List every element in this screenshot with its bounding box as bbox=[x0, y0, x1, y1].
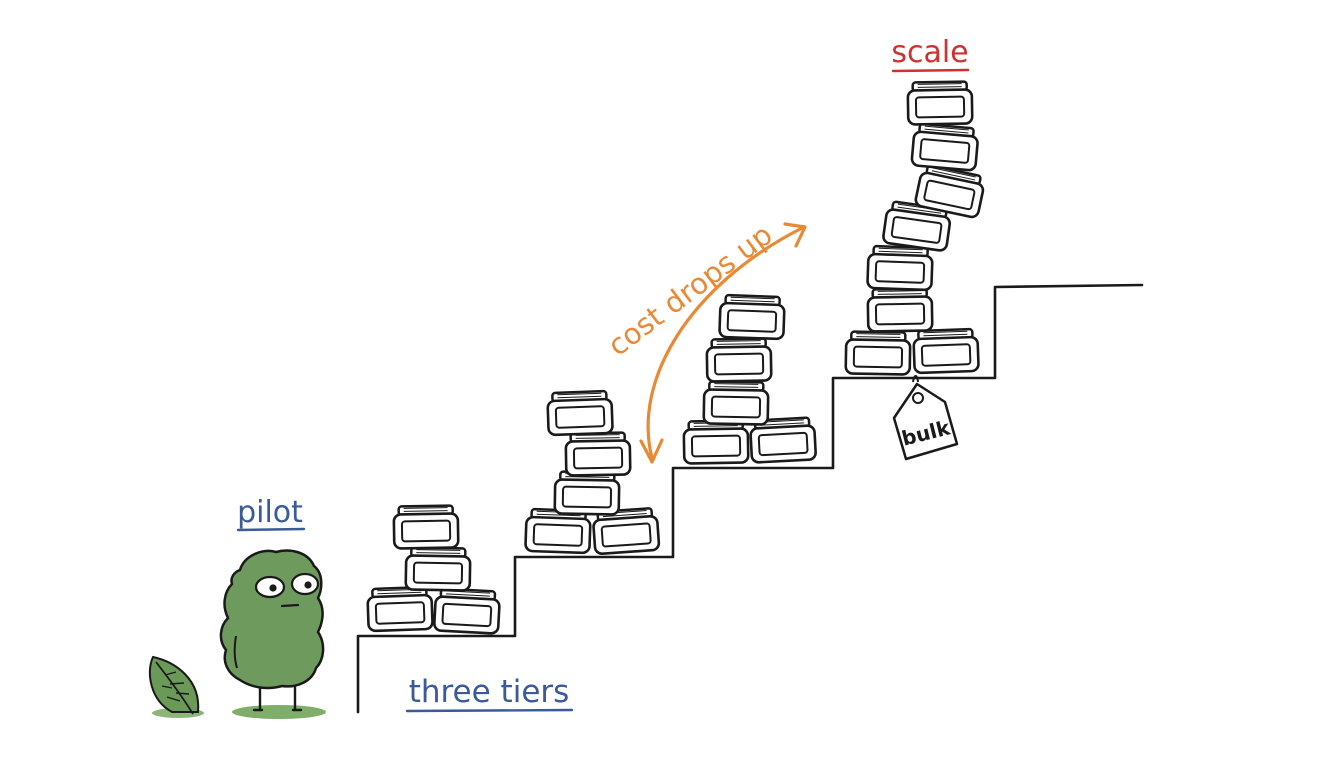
tier-2-jar-stack bbox=[524, 389, 661, 556]
tier-3-jar-stack bbox=[682, 293, 818, 465]
pilot-underline bbox=[236, 527, 306, 532]
tier-1-jar-stack bbox=[365, 504, 502, 635]
curved-double-arrow bbox=[639, 222, 807, 464]
scale-label: scale bbox=[891, 35, 968, 70]
pilot-label: pilot bbox=[237, 495, 303, 530]
three-tiers-label: three tiers bbox=[409, 674, 570, 710]
three-tiers-underline bbox=[405, 708, 574, 713]
leaf-icon bbox=[148, 655, 204, 718]
scale-underline bbox=[891, 68, 970, 73]
pilot-creature bbox=[219, 549, 326, 719]
scale-jar-stack bbox=[844, 80, 988, 376]
staircase-line bbox=[356, 283, 1144, 714]
price-tag-icon: bulk bbox=[892, 375, 959, 461]
